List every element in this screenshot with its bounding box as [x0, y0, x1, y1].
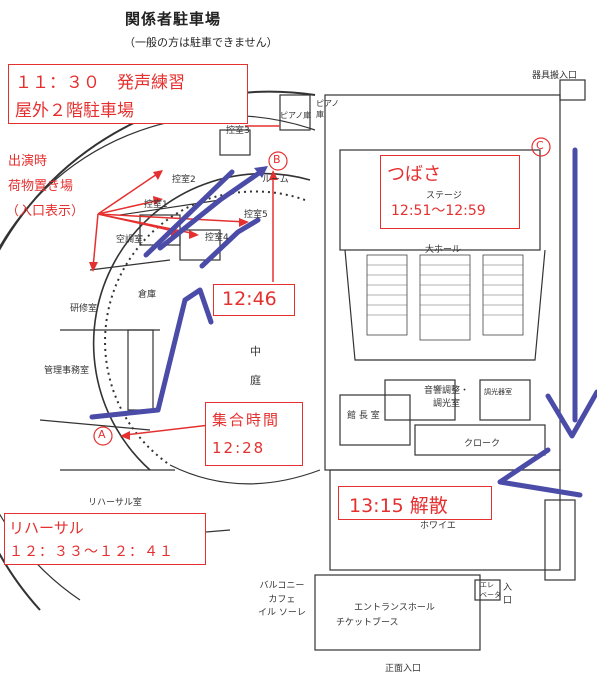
- stage-note-time: 12:51〜12:59: [391, 203, 486, 219]
- label-green-room1: 控室1: [144, 200, 168, 210]
- dismiss-note-box: 13:15 解散: [338, 486, 492, 520]
- marker-b: B: [273, 153, 281, 166]
- label-director-room: 館 長 室: [347, 411, 380, 421]
- parking-note-line2: 屋外２階駐車場: [15, 101, 134, 121]
- luggage-note-line2: 荷物置き場: [8, 179, 74, 194]
- label-room-b: ルーム: [262, 175, 289, 185]
- page-title: 関係者駐車場: [125, 10, 222, 28]
- rehearsal-note-label: リハーサル: [9, 519, 84, 537]
- stage-note-box: つばさ 12:51〜12:59: [380, 155, 520, 229]
- marker-c: C: [536, 139, 544, 152]
- parking-note-box: １１：３０ 発声練習 屋外２階駐車場: [8, 64, 248, 124]
- stage-note-name: つばさ: [387, 164, 441, 185]
- time-1246: 12:46: [222, 288, 277, 310]
- rehearsal-note-box: リハーサル １２：３３〜１２：４１: [4, 513, 206, 565]
- label-piano-room: ピアノ 庫: [316, 99, 340, 119]
- time-1246-box: 12:46: [213, 284, 295, 316]
- label-management-office: 管理事務室: [44, 366, 90, 376]
- label-cloak: クローク: [464, 439, 501, 449]
- dismiss-note: 13:15 解散: [349, 495, 448, 517]
- label-green-room5: 控室5: [244, 210, 268, 220]
- label-main-entrance: 正面入口: [385, 664, 422, 674]
- label-foyer: ホワイエ: [420, 521, 456, 531]
- marker-a: A: [98, 428, 106, 441]
- label-green-room3: 控室3: [226, 126, 250, 136]
- label-main-hall: 大ホール: [425, 245, 462, 255]
- page-subtitle: （一般の方は駐車できません）: [124, 36, 278, 49]
- luggage-note-line3: （入口表示）: [6, 204, 85, 219]
- label-ac-room: 空調室: [116, 235, 144, 245]
- luggage-note-line1: 出演時: [8, 154, 48, 169]
- label-rehearsal-room: リハーサル室: [88, 498, 142, 508]
- parking-note-line1: １１：３０ 発声練習: [15, 73, 185, 93]
- label-piano-storage: ピアノ庫: [280, 111, 312, 120]
- assembly-note-time: 12:28: [212, 439, 266, 457]
- label-entrance-hall: エントランスホール: [354, 603, 435, 613]
- label-stage: ステージ: [426, 191, 462, 201]
- label-entrance: 入 口: [503, 583, 513, 606]
- label-green-room2: 控室2: [172, 175, 196, 185]
- label-equipment-entrance: 器具搬入口: [532, 71, 578, 81]
- label-sound-room: 音響調整・ 調光室: [424, 386, 470, 409]
- label-warehouse: 倉庫: [138, 290, 157, 300]
- label-elevator: エレ ベータ: [480, 581, 501, 599]
- label-green-room4: 控室4: [205, 233, 229, 243]
- assembly-note-label: 集合時間: [212, 411, 281, 429]
- label-ticket-booth: チケットブース: [336, 618, 399, 628]
- label-balcony-cafe: バルコニー カフェ イル ソーレ: [258, 581, 306, 618]
- label-courtyard: 中 庭: [250, 345, 261, 387]
- rehearsal-note-time: １２：３３〜１２：４１: [9, 544, 174, 560]
- assembly-note-box: 集合時間 12:28: [205, 402, 303, 466]
- label-training-room: 研修室: [70, 304, 98, 314]
- label-lighting-room: 調光器室: [484, 388, 512, 396]
